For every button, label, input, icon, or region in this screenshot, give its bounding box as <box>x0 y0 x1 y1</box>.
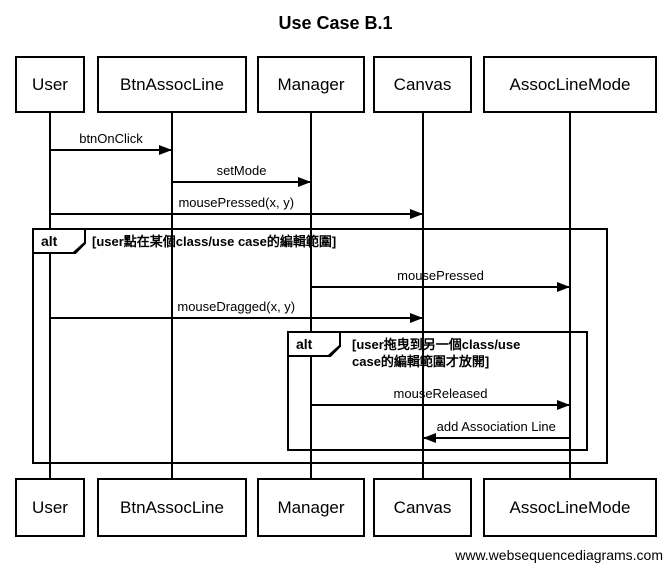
message-label-mousepressed: mousePressed <box>397 268 484 283</box>
fragment-guard-condition: [user拖曳到另一個class/use case的編輯範圍才放開] <box>352 336 520 370</box>
participant-box-top-canvas: Canvas <box>373 56 472 113</box>
fragment-guard-line: case的編輯範圍才放開] <box>352 354 490 369</box>
message-line-mousedragged-x-y- <box>50 317 423 319</box>
message-label-setmode: setMode <box>216 163 267 178</box>
message-line-mousepressed-x-y- <box>50 213 423 215</box>
message-label-btnonclick: btnOnClick <box>79 131 143 146</box>
diagram-title: Use Case B.1 <box>278 13 393 33</box>
participant-box-top-btnassocline: BtnAssocLine <box>97 56 247 113</box>
fragment-operator-label: alt <box>34 230 84 252</box>
arrowhead-right-icon <box>409 313 423 323</box>
lifeline-canvas <box>421 113 424 478</box>
message-label-mousedragged-x-y-: mouseDragged(x, y) <box>177 299 296 314</box>
participant-box-bottom-btnassocline: BtnAssocLine <box>97 478 247 537</box>
message-line-mousereleased <box>311 404 570 406</box>
participant-box-top-manager: Manager <box>257 56 365 113</box>
message-label-mousepressed-x-y-: mousePressed(x, y) <box>178 195 295 210</box>
lifeline-manager <box>310 113 312 478</box>
participant-box-top-user: User <box>15 56 85 113</box>
message-line-mousepressed <box>311 286 570 288</box>
fragment-guard-line: [user拖曳到另一個class/use <box>352 337 521 352</box>
arrowhead-right-icon <box>557 282 570 292</box>
message-label-add-association-line: add Association Line <box>436 419 556 434</box>
lifeline-assoclinemode <box>569 113 571 478</box>
alt-fragment-inner: alt [user拖曳到另一個class/use case的編輯範圍才放開] <box>287 331 588 451</box>
participant-box-top-assoclinemode: AssocLineMode <box>483 56 657 113</box>
message-line-add-association-line <box>422 437 570 439</box>
arrowhead-left-icon <box>422 433 436 443</box>
message-line-btnonclick <box>50 149 172 151</box>
arrowhead-right-icon <box>409 209 423 219</box>
message-label-mousereleased: mouseReleased <box>393 386 488 401</box>
participant-box-bottom-manager: Manager <box>257 478 365 537</box>
fragment-operator-pentagon: alt <box>287 331 341 357</box>
fragment-operator-pentagon: alt <box>32 228 86 254</box>
arrowhead-right-icon <box>557 400 570 410</box>
fragment-operator-label: alt <box>289 333 339 355</box>
arrowhead-right-icon <box>159 145 172 155</box>
message-line-setmode <box>172 181 311 183</box>
participant-box-bottom-user: User <box>15 478 85 537</box>
arrowhead-right-icon <box>298 177 311 187</box>
participant-box-bottom-canvas: Canvas <box>373 478 472 537</box>
watermark-text: www.websequencediagrams.com <box>455 547 663 563</box>
participant-box-bottom-assoclinemode: AssocLineMode <box>483 478 657 537</box>
alt-fragment-outer: alt [user點在某個class/use case的編輯範圍] <box>32 228 608 464</box>
lifeline-user <box>49 113 51 478</box>
fragment-guard-condition: [user點在某個class/use case的編輯範圍] <box>92 233 336 250</box>
lifeline-btnassocline <box>171 113 173 478</box>
fragment-guard-line: [user點在某個class/use case的編輯範圍] <box>92 234 337 249</box>
